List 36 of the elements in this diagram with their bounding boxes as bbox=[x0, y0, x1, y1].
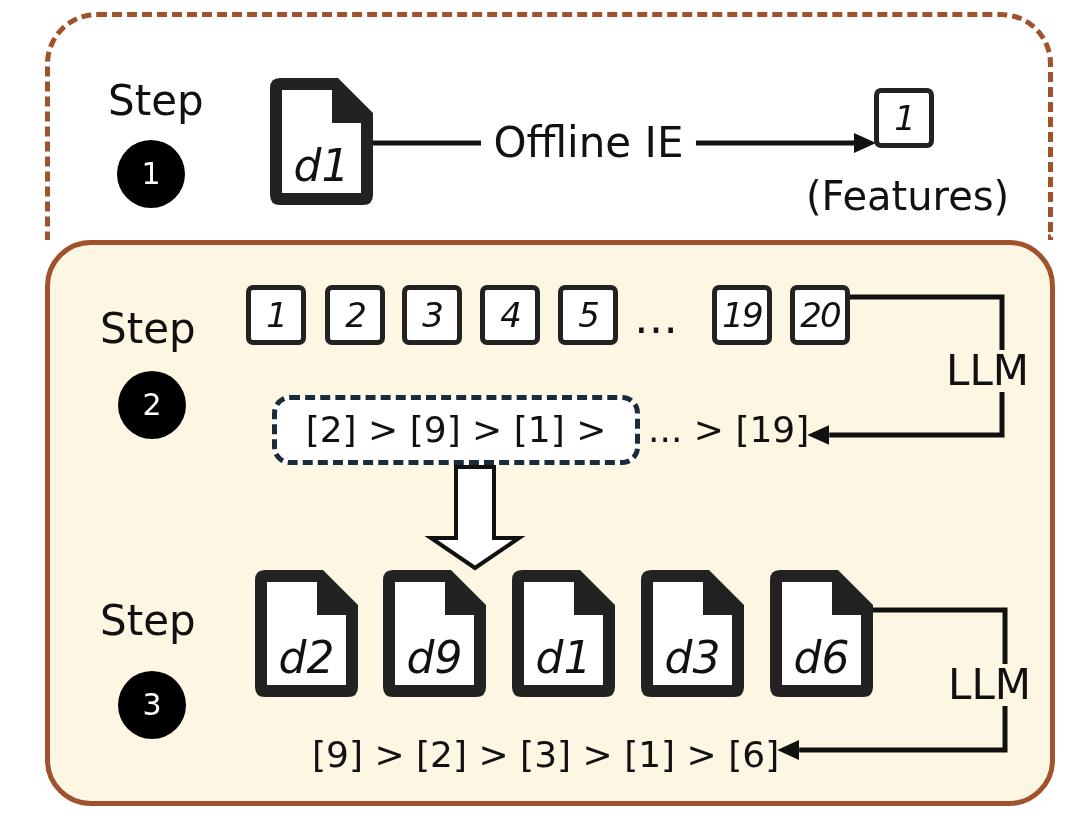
document-shape bbox=[512, 570, 615, 697]
document-shape bbox=[641, 570, 744, 697]
llm-label: LLM bbox=[948, 664, 1032, 706]
document-label: d1 bbox=[293, 144, 350, 188]
document-shape bbox=[383, 570, 486, 697]
document-label: d9 bbox=[406, 636, 463, 680]
numbered-box: 19 bbox=[712, 285, 772, 345]
step-label: Step bbox=[100, 600, 196, 642]
connector-line bbox=[850, 294, 1005, 350]
arrow bbox=[807, 392, 1005, 445]
ellipsis-text: … bbox=[634, 296, 678, 340]
connector-line bbox=[873, 607, 1008, 664]
document-label: d3 bbox=[664, 636, 721, 680]
document-shape bbox=[270, 78, 373, 205]
document-label: d6 bbox=[793, 636, 850, 680]
highlight-box: [2] > [9] > [1] > bbox=[272, 395, 640, 465]
step-panel bbox=[45, 240, 1055, 806]
document-shape bbox=[770, 570, 873, 697]
document-label: d1 bbox=[535, 636, 592, 680]
document-label: d2 bbox=[278, 636, 335, 680]
step-label: Step bbox=[100, 308, 196, 350]
document-shape bbox=[255, 570, 358, 697]
caption-text: (Features) bbox=[806, 176, 1010, 216]
arrow bbox=[777, 706, 1008, 760]
step-label: Step bbox=[108, 80, 204, 122]
numbered-box: 2 bbox=[325, 285, 385, 345]
numbered-box: 4 bbox=[480, 285, 540, 345]
ranking-text: ... > [19] bbox=[648, 412, 810, 448]
ranking-text: [9] > [2] > [3] > [1] > [6] bbox=[312, 737, 780, 773]
numbered-box: 20 bbox=[790, 285, 850, 345]
numbered-box: 1 bbox=[874, 88, 934, 148]
numbered-box: 3 bbox=[402, 285, 462, 345]
llm-label: LLM bbox=[946, 350, 1030, 392]
numbered-box: 1 bbox=[246, 285, 306, 345]
numbered-box: 5 bbox=[558, 285, 618, 345]
block-arrow bbox=[424, 465, 526, 571]
